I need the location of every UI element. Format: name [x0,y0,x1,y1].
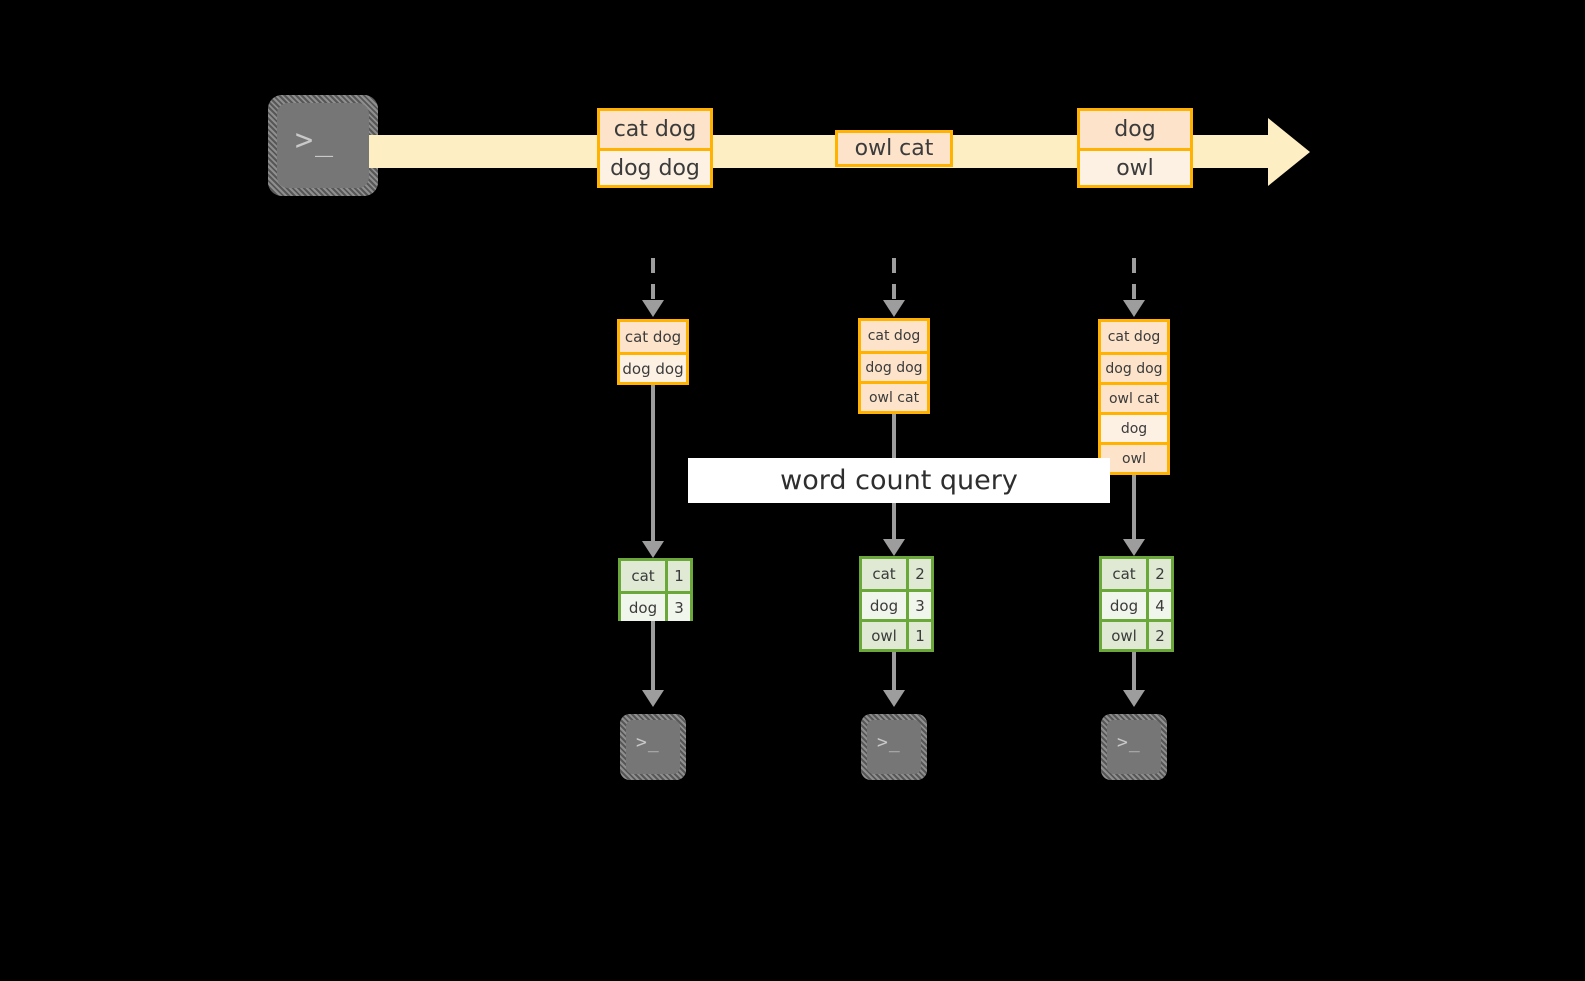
terminal-face [277,103,369,188]
result-word: dog [621,594,665,621]
state-line: cat dog [1101,322,1167,352]
result-count: 2 [1146,622,1171,649]
terminal-face [626,720,680,774]
result-word: owl [1102,622,1146,649]
snapshot-3-state-box[interactable]: cat dog dog dog owl cat dog owl [1098,319,1170,475]
snapshot-2-result-table[interactable]: cat 2 dog 3 owl 1 [859,556,934,652]
terminal-face [867,720,921,774]
consumer-terminal-3[interactable]: >_ [1101,714,1167,780]
sink-connector-3-arrowhead [1123,690,1145,707]
state-line: owl cat [861,381,927,411]
state-line: owl cat [1101,382,1167,412]
stream-record-line: owl cat [838,133,950,164]
stream-arrow-head [1268,118,1310,186]
dashed-connector-2-arrowhead [883,300,905,317]
dashed-connector-3 [1132,258,1136,304]
result-count: 1 [665,561,690,591]
state-line: dog dog [861,351,927,381]
state-line: dog dog [1101,352,1167,382]
result-count: 1 [906,622,931,649]
snapshot-3-result-table[interactable]: cat 2 dog 4 owl 2 [1099,556,1174,652]
result-word: dog [1102,592,1146,619]
stream-record-2[interactable]: owl cat [835,130,953,167]
terminal-prompt-icon: >_ [636,732,660,753]
sink-connector-2-arrowhead [883,690,905,707]
result-count: 3 [906,592,931,619]
sink-connector-2 [892,652,896,697]
result-word: cat [862,559,906,589]
terminal-face [1107,720,1161,774]
query-connector-3-arrowhead [1123,539,1145,556]
dashed-connector-2 [892,258,896,304]
result-word: owl [862,622,906,649]
result-count: 2 [1146,559,1171,589]
state-line: dog [1101,412,1167,442]
state-line: dog dog [620,352,686,382]
state-line: cat dog [620,322,686,352]
stream-record-line: dog [1080,111,1190,148]
table-row: owl 1 [862,619,931,649]
result-count: 4 [1146,592,1171,619]
terminal-prompt-icon: >_ [1117,732,1141,753]
table-row: owl 2 [1102,619,1171,649]
result-word: dog [862,592,906,619]
result-word: cat [621,561,665,591]
query-label-text: word count query [780,465,1018,496]
stream-record-line: dog dog [600,148,710,185]
dashed-connector-1-arrowhead [642,300,664,317]
table-row: cat 1 [621,561,690,591]
result-count: 2 [906,559,931,589]
sink-connector-1-arrowhead [642,690,664,707]
dashed-connector-3-arrowhead [1123,300,1145,317]
stream-record-1[interactable]: cat dog dog dog [597,108,713,188]
table-row: dog 4 [1102,589,1171,619]
sink-connector-3 [1132,652,1136,697]
table-row: dog 3 [862,589,931,619]
dashed-connector-1 [651,258,655,304]
snapshot-2-state-box[interactable]: cat dog dog dog owl cat [858,318,930,414]
snapshot-1-state-box[interactable]: cat dog dog dog [617,319,689,385]
terminal-prompt-icon: >_ [295,123,336,158]
table-row: dog 3 [621,591,690,621]
producer-terminal[interactable]: >_ [268,95,378,196]
consumer-terminal-2[interactable]: >_ [861,714,927,780]
query-connector-2-arrowhead [883,539,905,556]
sink-connector-1 [651,621,655,697]
consumer-terminal-1[interactable]: >_ [620,714,686,780]
stream-record-3[interactable]: dog owl [1077,108,1193,188]
stream-record-line: owl [1080,148,1190,185]
table-row: cat 2 [1102,559,1171,589]
stream-record-line: cat dog [600,111,710,148]
terminal-prompt-icon: >_ [877,732,901,753]
state-line: owl [1101,442,1167,472]
query-connector-1-arrowhead [642,541,664,558]
query-connector-3 [1132,475,1136,553]
snapshot-1-result-table[interactable]: cat 1 dog 3 [618,558,693,621]
table-row: cat 2 [862,559,931,589]
query-label-band: word count query [688,458,1110,503]
result-word: cat [1102,559,1146,589]
query-connector-1 [651,385,655,553]
state-line: cat dog [861,321,927,351]
result-count: 3 [665,594,690,621]
